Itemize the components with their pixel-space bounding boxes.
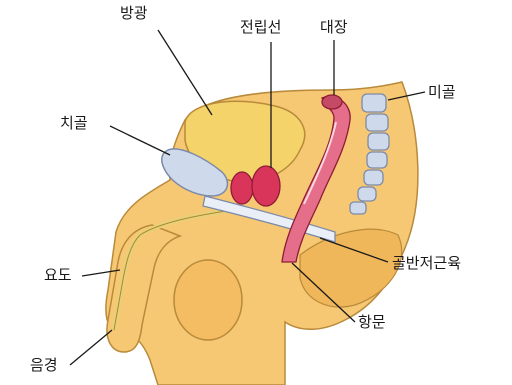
label-penis: 음경	[30, 358, 58, 373]
label-anus: 항문	[358, 315, 386, 330]
label-colon: 대장	[320, 20, 348, 35]
label-urethra: 요도	[44, 268, 72, 283]
colon-opening	[322, 95, 342, 109]
prostate-right-lobe	[252, 166, 280, 206]
prostate-left-lobe	[231, 172, 253, 204]
label-coccyx: 미골	[428, 85, 456, 100]
testis	[174, 260, 242, 340]
label-prostate: 전립선	[240, 20, 281, 35]
label-bladder: 방광	[120, 6, 148, 21]
label-pelvic-floor-muscle: 골반저근육	[392, 256, 461, 271]
label-pubic-bone: 치골	[60, 116, 88, 131]
